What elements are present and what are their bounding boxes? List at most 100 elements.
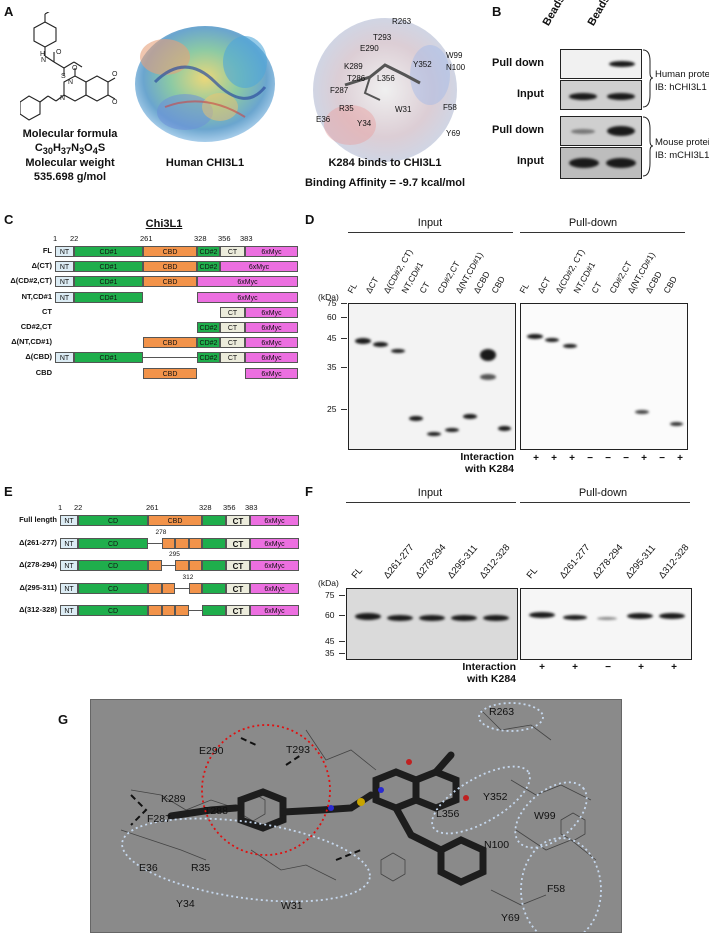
row-label-pulldown-human: Pull down — [492, 57, 544, 69]
residue-label-g: T288 — [204, 805, 228, 817]
domain-segment-ct: CT — [226, 537, 250, 549]
interaction-mark: + — [671, 662, 677, 673]
domain-segment-cd2 — [202, 560, 226, 571]
pull-title-f: Pull-down — [578, 487, 628, 499]
domain-segment-ct: CT — [226, 582, 250, 594]
lane-label: FL — [517, 281, 531, 295]
row-label-input-mouse: Input — [517, 155, 544, 167]
construct-label: Δ(278-294) — [19, 560, 57, 569]
domain-segment-cbd: CBD — [143, 261, 197, 273]
chem-label-n: N — [41, 57, 46, 64]
residue-label-g: E36 — [139, 862, 158, 874]
docking-view: R263 T293 E290 K289 T288 F287 Y352 L356 … — [90, 699, 622, 933]
interaction-mark: + — [572, 662, 578, 673]
lane-label: Δ295-311 — [623, 542, 659, 581]
domain-segment-ct: CT — [220, 306, 245, 318]
input-title-d: Input — [417, 217, 443, 229]
panel-letter-a: A — [4, 4, 14, 19]
domain-segment-myc: 6xMyc — [245, 352, 298, 364]
marker-label: 45 — [325, 636, 335, 646]
mouse-protein-label: Mouse proteinIB: mCHI3L1 — [655, 137, 709, 161]
residue-label-g: F58 — [547, 883, 566, 895]
domain-segment-ct: CT — [226, 560, 250, 571]
domain-segment-myc: 6xMyc — [197, 291, 298, 303]
panel-letter-b: B — [492, 4, 502, 19]
position-label: 356 — [223, 503, 236, 512]
deletion-line — [175, 587, 189, 589]
interaction-mark: + — [641, 453, 647, 464]
input-rule-f — [346, 502, 516, 503]
marker-tick — [339, 615, 345, 616]
domain-segment-cbd: CBD — [143, 337, 197, 349]
construct-label: Δ(295-311) — [19, 582, 58, 592]
marker-tick — [341, 409, 347, 410]
panel-letter-g: G — [58, 712, 69, 727]
chem-label-n2: N — [68, 79, 73, 86]
marker-tick — [339, 641, 345, 642]
residue-label-g: L356 — [436, 808, 460, 820]
domain-segment-nt: NT — [55, 276, 74, 288]
construct-label: CD#2,CT — [20, 322, 52, 331]
docking-structure-icon — [120, 702, 602, 932]
deletion-mark: 312 — [182, 573, 194, 581]
interaction-mark: − — [659, 453, 665, 464]
col-label-beads: Beads — [540, 0, 568, 29]
residue-label-g: W99 — [534, 810, 556, 822]
domain-segment-cd2 — [202, 515, 226, 526]
residue-label: E36 — [316, 115, 331, 124]
col-label-beads-k284: Beads+K284 — [586, 0, 629, 28]
residue-label-g: R263 — [489, 706, 515, 718]
domain-segment-cd2 — [202, 537, 226, 549]
deletion-line — [188, 610, 202, 611]
chem-label-h: H — [40, 51, 45, 58]
marker-label: 35 — [325, 648, 335, 658]
lane-label: Δ295-311 — [445, 542, 481, 581]
domain-segment-myc: 6xMyc — [250, 515, 299, 526]
blot-human-pulldown — [560, 49, 642, 79]
domain-segment-cbd-part — [148, 560, 162, 571]
marker-tick — [339, 653, 345, 654]
domain-segment-cbd: CBD — [148, 515, 202, 526]
interaction-mark: + — [569, 453, 575, 464]
blot-d-input — [348, 303, 516, 450]
binding-affinity: Binding Affinity = -9.7 kcal/mol — [304, 177, 466, 189]
residue-label: E290 — [360, 44, 379, 53]
lane-label: CBD — [661, 274, 679, 295]
construct-label: NT,CD#1 — [21, 291, 52, 301]
position-label: 261 — [146, 503, 159, 512]
domain-segment-ct: CT — [226, 515, 250, 526]
construct-label: Full length — [19, 515, 57, 524]
residue-label-g: Y69 — [501, 912, 520, 924]
lane-label: FL — [349, 565, 366, 581]
lane-label: FL — [345, 281, 359, 295]
construct-label: CT — [42, 306, 52, 316]
domain-segment-ct: CT — [220, 246, 245, 257]
lane-label: Δ278-294 — [413, 542, 449, 581]
residue-label: Y69 — [446, 129, 461, 138]
marker-label: 75 — [327, 298, 337, 308]
construct-label: Δ(CBD) — [25, 352, 52, 362]
domain-segment-myc: 6xMyc — [245, 306, 298, 318]
domain-segment-cbd-part — [188, 560, 202, 571]
domain-segment-nt: NT — [55, 246, 74, 257]
marker-label: 60 — [325, 610, 335, 620]
position-label: 328 — [199, 503, 212, 512]
position-label: 22 — [70, 234, 79, 243]
residue-label-g: N100 — [484, 839, 510, 851]
lane-label: ΔCT — [535, 275, 553, 295]
residue-label: R35 — [339, 104, 354, 113]
domain-segment-myc: 6xMyc — [245, 246, 298, 257]
domain-segment-myc: 6xMyc — [250, 582, 299, 594]
position-label: 1 — [58, 503, 63, 512]
chem-label-o: O — [56, 49, 62, 56]
domain-segment-nt: NT — [60, 560, 78, 571]
domain-segment-ct: CT — [220, 322, 245, 333]
construct-label: FL — [42, 246, 52, 255]
blot-mouse-pulldown — [560, 116, 642, 146]
formula-label: Molecular formula — [22, 128, 118, 140]
marker-label: 60 — [327, 312, 337, 322]
domain-segment-myc: 6xMyc — [245, 322, 298, 333]
residue-label: L356 — [377, 74, 395, 83]
